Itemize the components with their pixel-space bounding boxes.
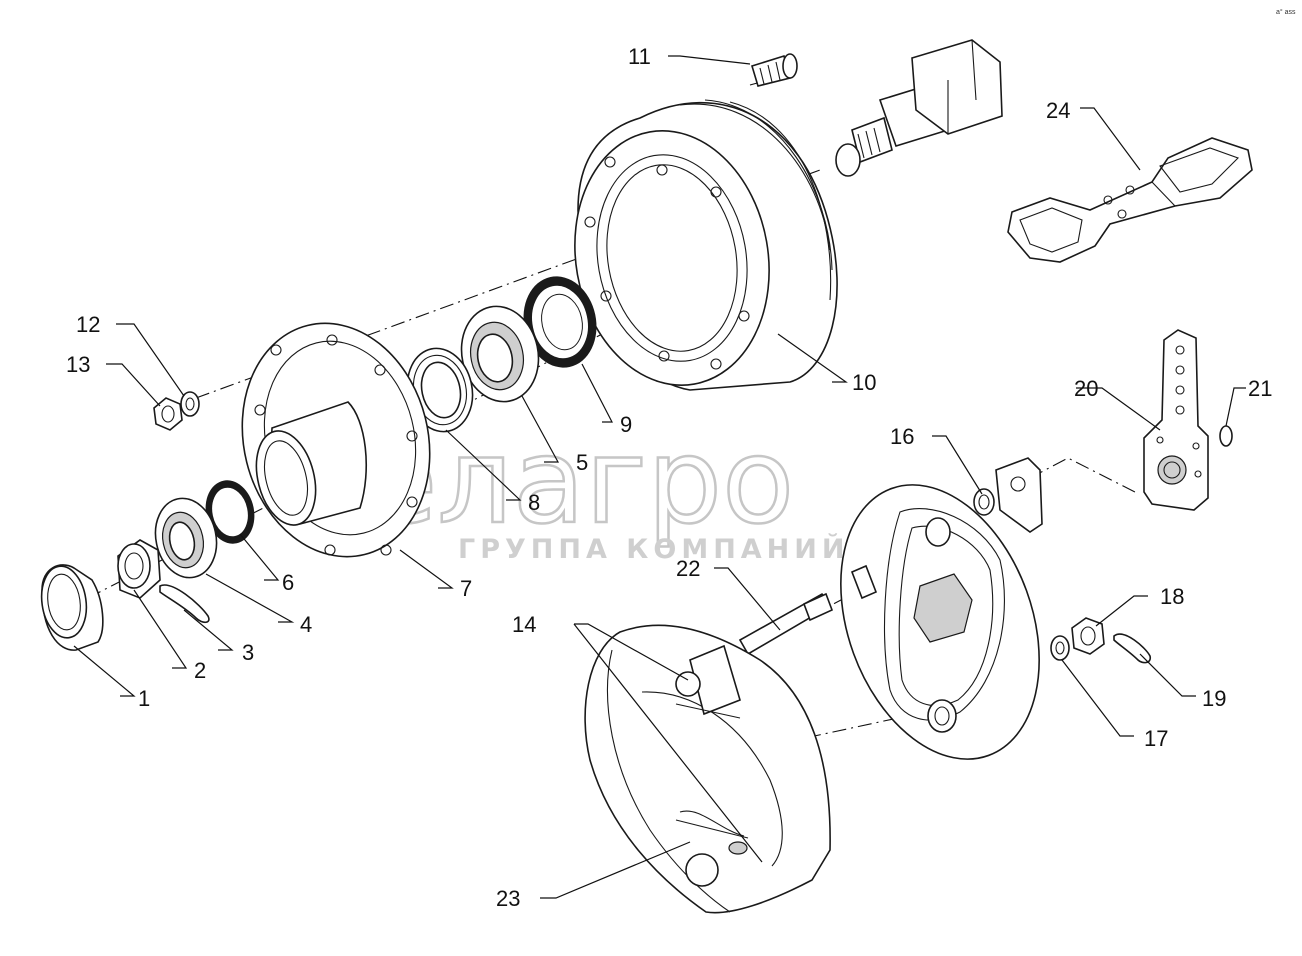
part-17-washer	[1050, 635, 1070, 661]
part-7-hub	[241, 322, 431, 558]
part-1-hub-cap	[40, 564, 104, 651]
part-3-cotter-pin	[159, 584, 210, 624]
callout-2: 2	[194, 658, 206, 683]
part-20-slack-adjuster	[1143, 329, 1209, 511]
part-13-nut	[153, 397, 183, 431]
part-2-castle-nut	[117, 539, 161, 599]
corner-label: a° ass	[1276, 8, 1296, 16]
callout-17: 17	[1144, 726, 1168, 751]
spindle	[835, 39, 1003, 177]
callout-16: 16	[890, 424, 914, 449]
part-21-clip	[1219, 425, 1233, 447]
part-18-nut	[1071, 617, 1105, 655]
callout-24: 24	[1046, 98, 1070, 123]
callout-1: 1	[138, 686, 150, 711]
watermark-subtitle: ГРУППА КОМПАНИЙ	[458, 533, 849, 565]
callout-4: 4	[300, 612, 312, 637]
callout-12: 12	[76, 312, 100, 337]
callout-19: 19	[1202, 686, 1226, 711]
part-22-camshaft	[738, 564, 878, 656]
part-9-seal-ring	[523, 276, 597, 368]
callout-9: 9	[620, 412, 632, 437]
callout-6: 6	[282, 570, 294, 595]
callout-10: 10	[852, 370, 876, 395]
callout-5: 5	[576, 450, 588, 475]
part-24-bracket	[1007, 137, 1253, 263]
callout-11: 11	[628, 44, 651, 69]
callout-21: 21	[1248, 376, 1272, 401]
part-6-seal	[205, 480, 255, 544]
part-16-bracket	[995, 457, 1043, 533]
part-10-brake-drum	[574, 99, 838, 391]
callout-18: 18	[1160, 584, 1184, 609]
washer-16	[973, 488, 995, 516]
part-5-bearing	[460, 305, 540, 403]
part-12-washer	[180, 391, 200, 417]
leader-lines	[73, 55, 1246, 899]
callout-20: 20	[1074, 376, 1098, 401]
callout-8: 8	[528, 490, 540, 515]
callout-23: 23	[496, 886, 520, 911]
part-14-brake-shoes	[584, 624, 831, 914]
callout-3: 3	[242, 640, 254, 665]
callout-13: 13	[66, 352, 90, 377]
brake-backing-plate	[840, 484, 1040, 760]
part-4-bearing	[154, 497, 218, 579]
callout-22: 22	[676, 556, 700, 581]
callout-labels: 1 2 3 4 5 6 7 8 9 10 11 12 13 14 16 17 1…	[66, 44, 1272, 911]
callout-14: 14	[512, 612, 536, 637]
callout-7: 7	[460, 576, 472, 601]
part-11-stud	[751, 53, 798, 87]
